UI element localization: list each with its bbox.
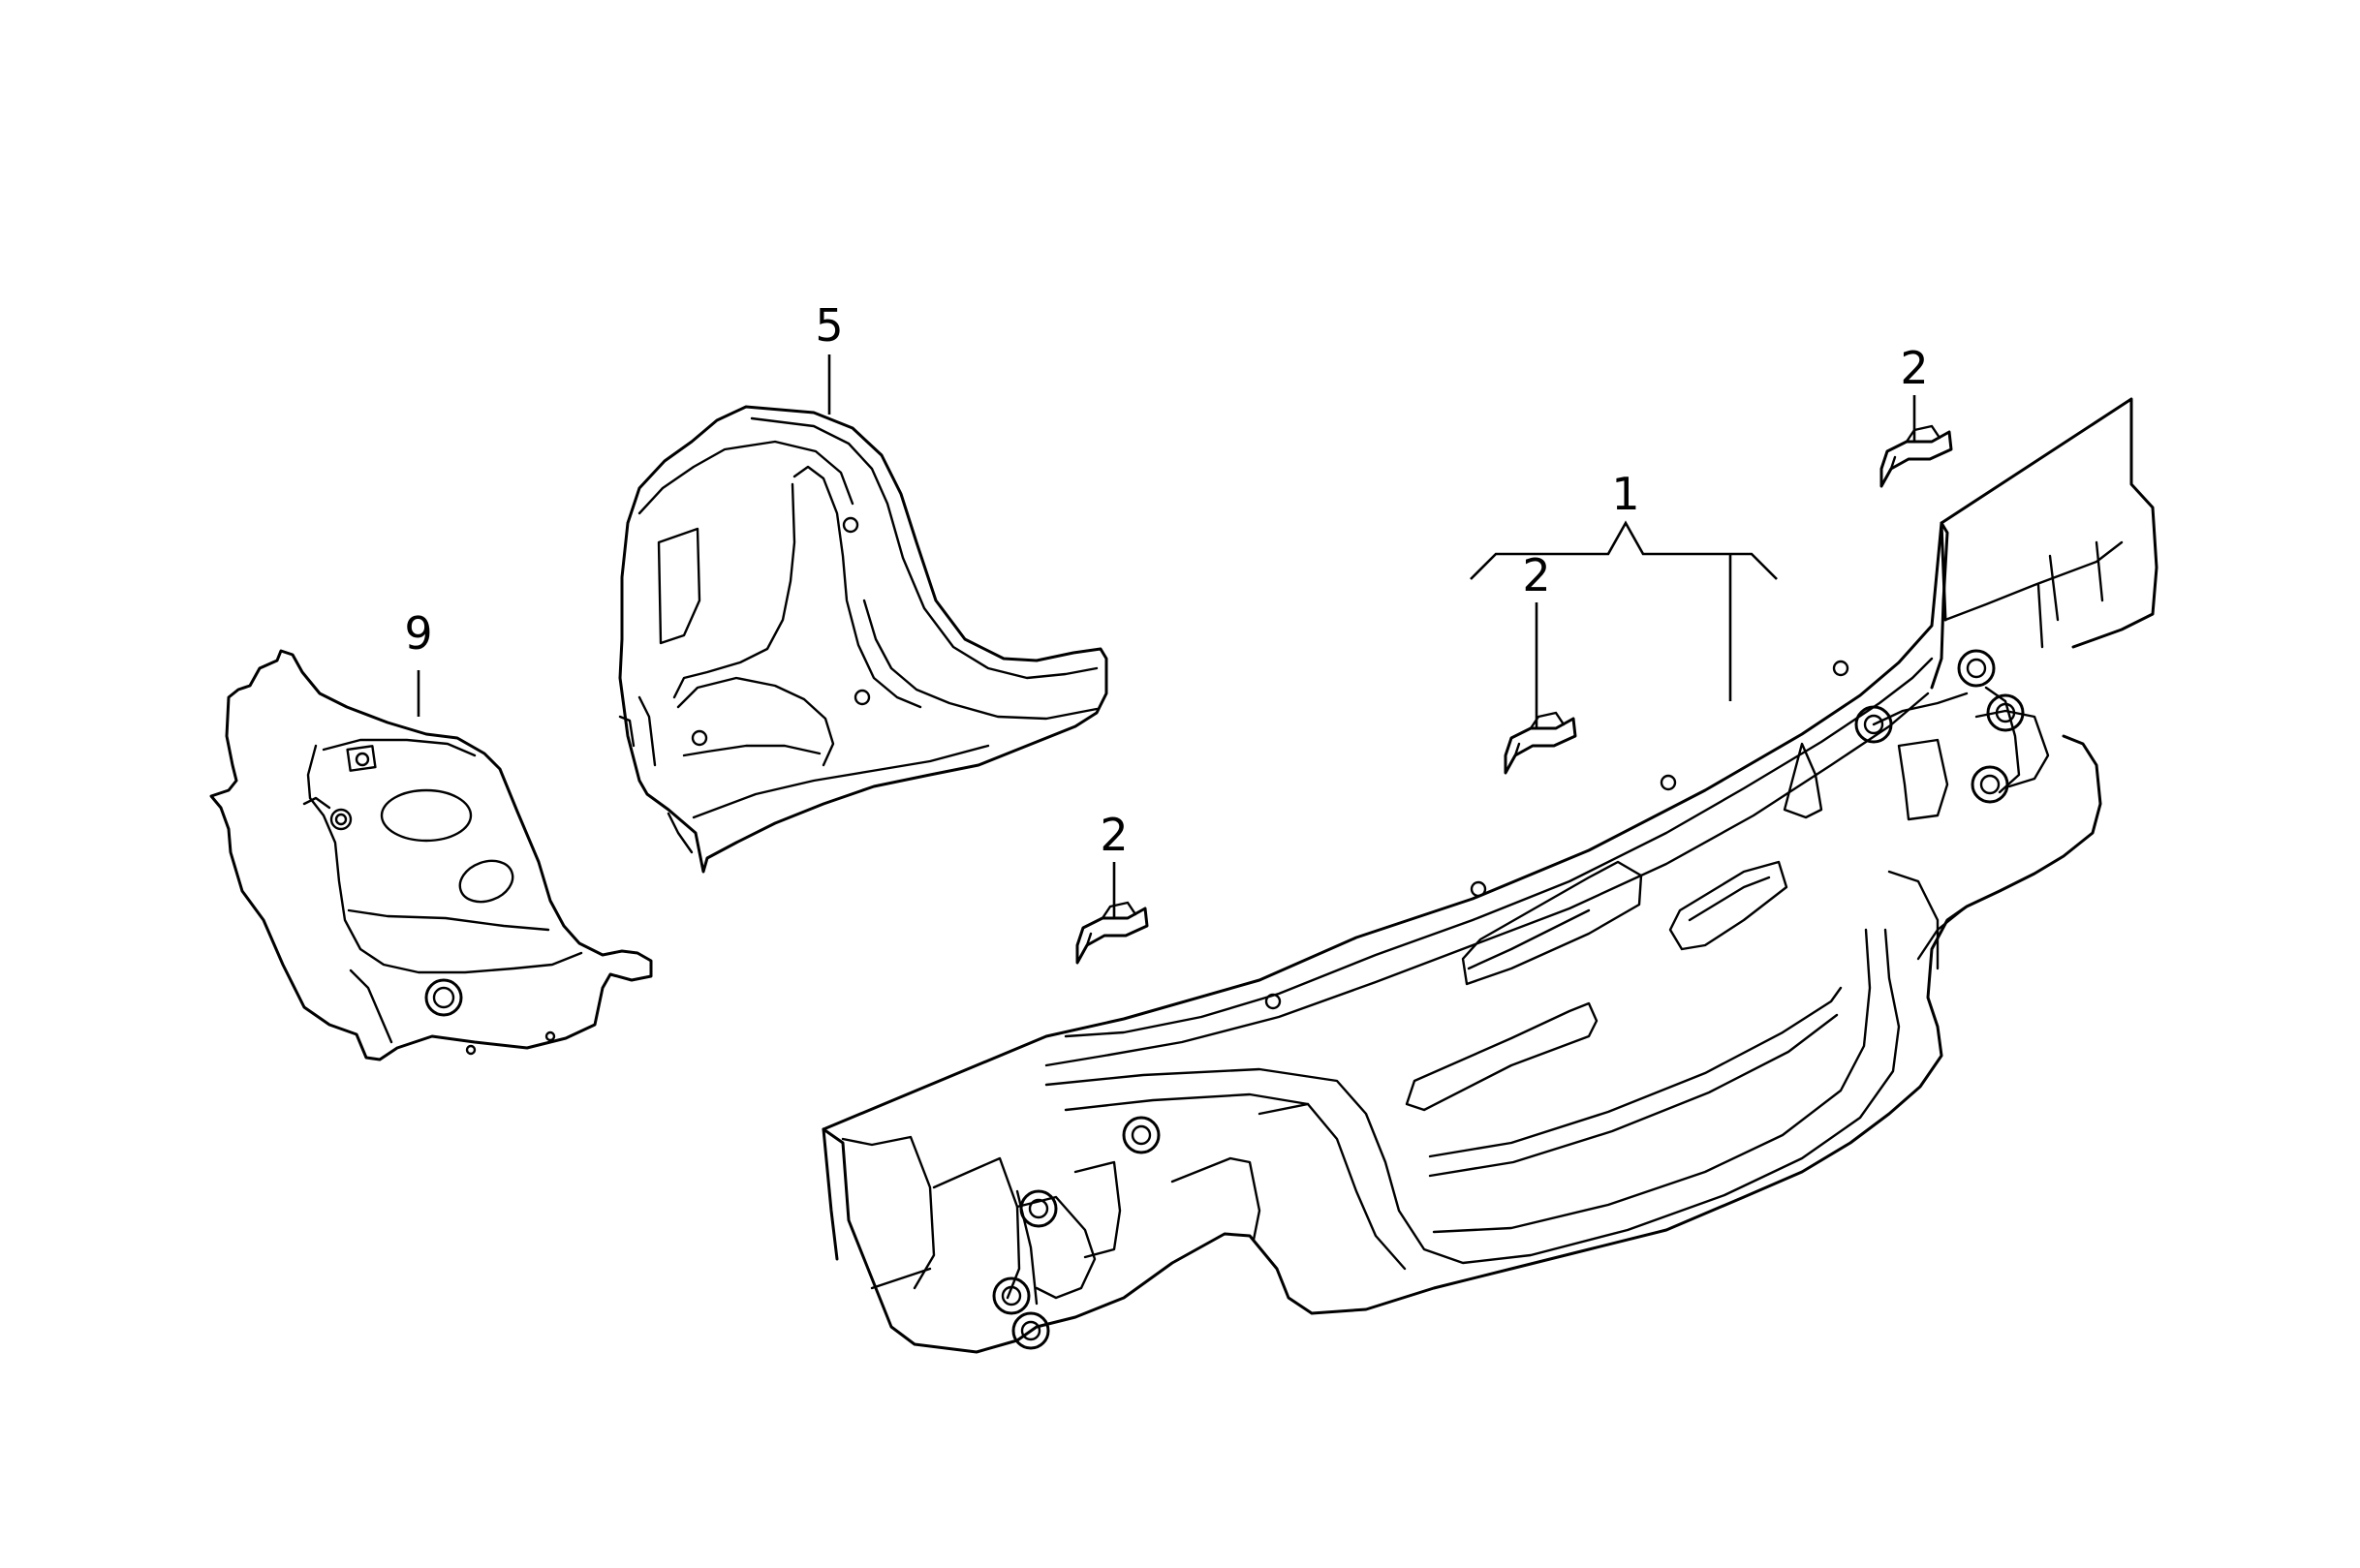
leader-lines — [417, 354, 1916, 918]
part-5-wheelhouse — [618, 405, 1108, 874]
part-9-panel — [209, 649, 653, 1061]
label-part-9: 9 — [404, 607, 432, 660]
part-2-clip-c — [1879, 424, 1953, 488]
part-2-clip-a — [1075, 901, 1149, 965]
leader-1-bracket — [1470, 520, 1778, 580]
part-1-rear-panel — [822, 397, 2158, 1354]
part-2-clip-b — [1504, 711, 1577, 775]
label-part-1: 1 — [1611, 468, 1639, 520]
label-part-2-b: 2 — [1522, 549, 1550, 601]
label-part-5: 5 — [815, 299, 843, 352]
part-labels: 9 5 2 1 2 2 — [404, 299, 1928, 861]
label-part-2-a: 2 — [1100, 809, 1128, 861]
label-part-2-c: 2 — [1900, 342, 1928, 394]
